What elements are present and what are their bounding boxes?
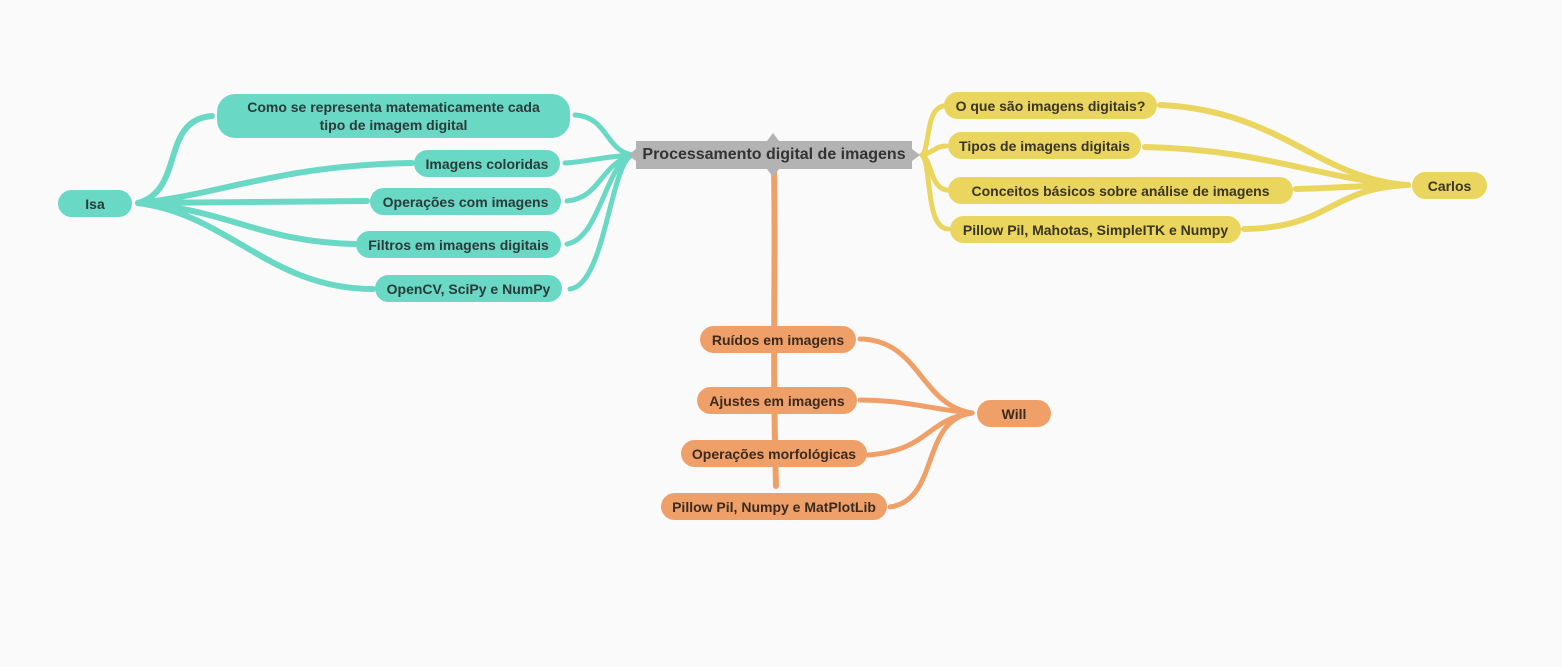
root-handles	[628, 133, 920, 177]
will-topic-links	[771, 167, 779, 489]
isa-topic-node[interactable]: OpenCV, SciPy e NumPy	[375, 275, 562, 302]
carlos-person-node[interactable]: Carlos	[1412, 172, 1487, 199]
will-person-node[interactable]: Will	[977, 400, 1051, 427]
carlos-topic-links	[919, 103, 951, 232]
will-topic-node[interactable]: Ruídos em imagens	[700, 326, 856, 353]
carlos-topic-node[interactable]: Conceitos básicos sobre análise de image…	[948, 177, 1293, 204]
will-topic-node[interactable]: Pillow Pil, Numpy e MatPlotLib	[661, 493, 887, 520]
isa-person-links	[135, 113, 415, 292]
carlos-topic-node[interactable]: O que são imagens digitais?	[944, 92, 1157, 119]
carlos-person-links	[1142, 102, 1411, 232]
isa-topic-node[interactable]: Imagens coloridas	[414, 150, 560, 177]
carlos-topic-node[interactable]: Pillow Pil, Mahotas, SimpleITK e Numpy	[950, 216, 1241, 243]
root-node[interactable]: Processamento digital de imagens	[636, 141, 912, 169]
will-topic-node[interactable]: Operações morfológicas	[681, 440, 867, 467]
isa-topic-links	[562, 112, 635, 292]
will-person-links	[857, 336, 975, 510]
isa-topic-node[interactable]: Filtros em imagens digitais	[356, 231, 561, 258]
will-topic-node[interactable]: Ajustes em imagens	[697, 387, 857, 414]
carlos-topic-node[interactable]: Tipos de imagens digitais	[948, 132, 1141, 159]
isa-topic-node[interactable]: Como se representa matematicamente cada …	[217, 94, 570, 138]
isa-topic-node[interactable]: Operações com imagens	[370, 188, 561, 215]
isa-person-node[interactable]: Isa	[58, 190, 132, 217]
